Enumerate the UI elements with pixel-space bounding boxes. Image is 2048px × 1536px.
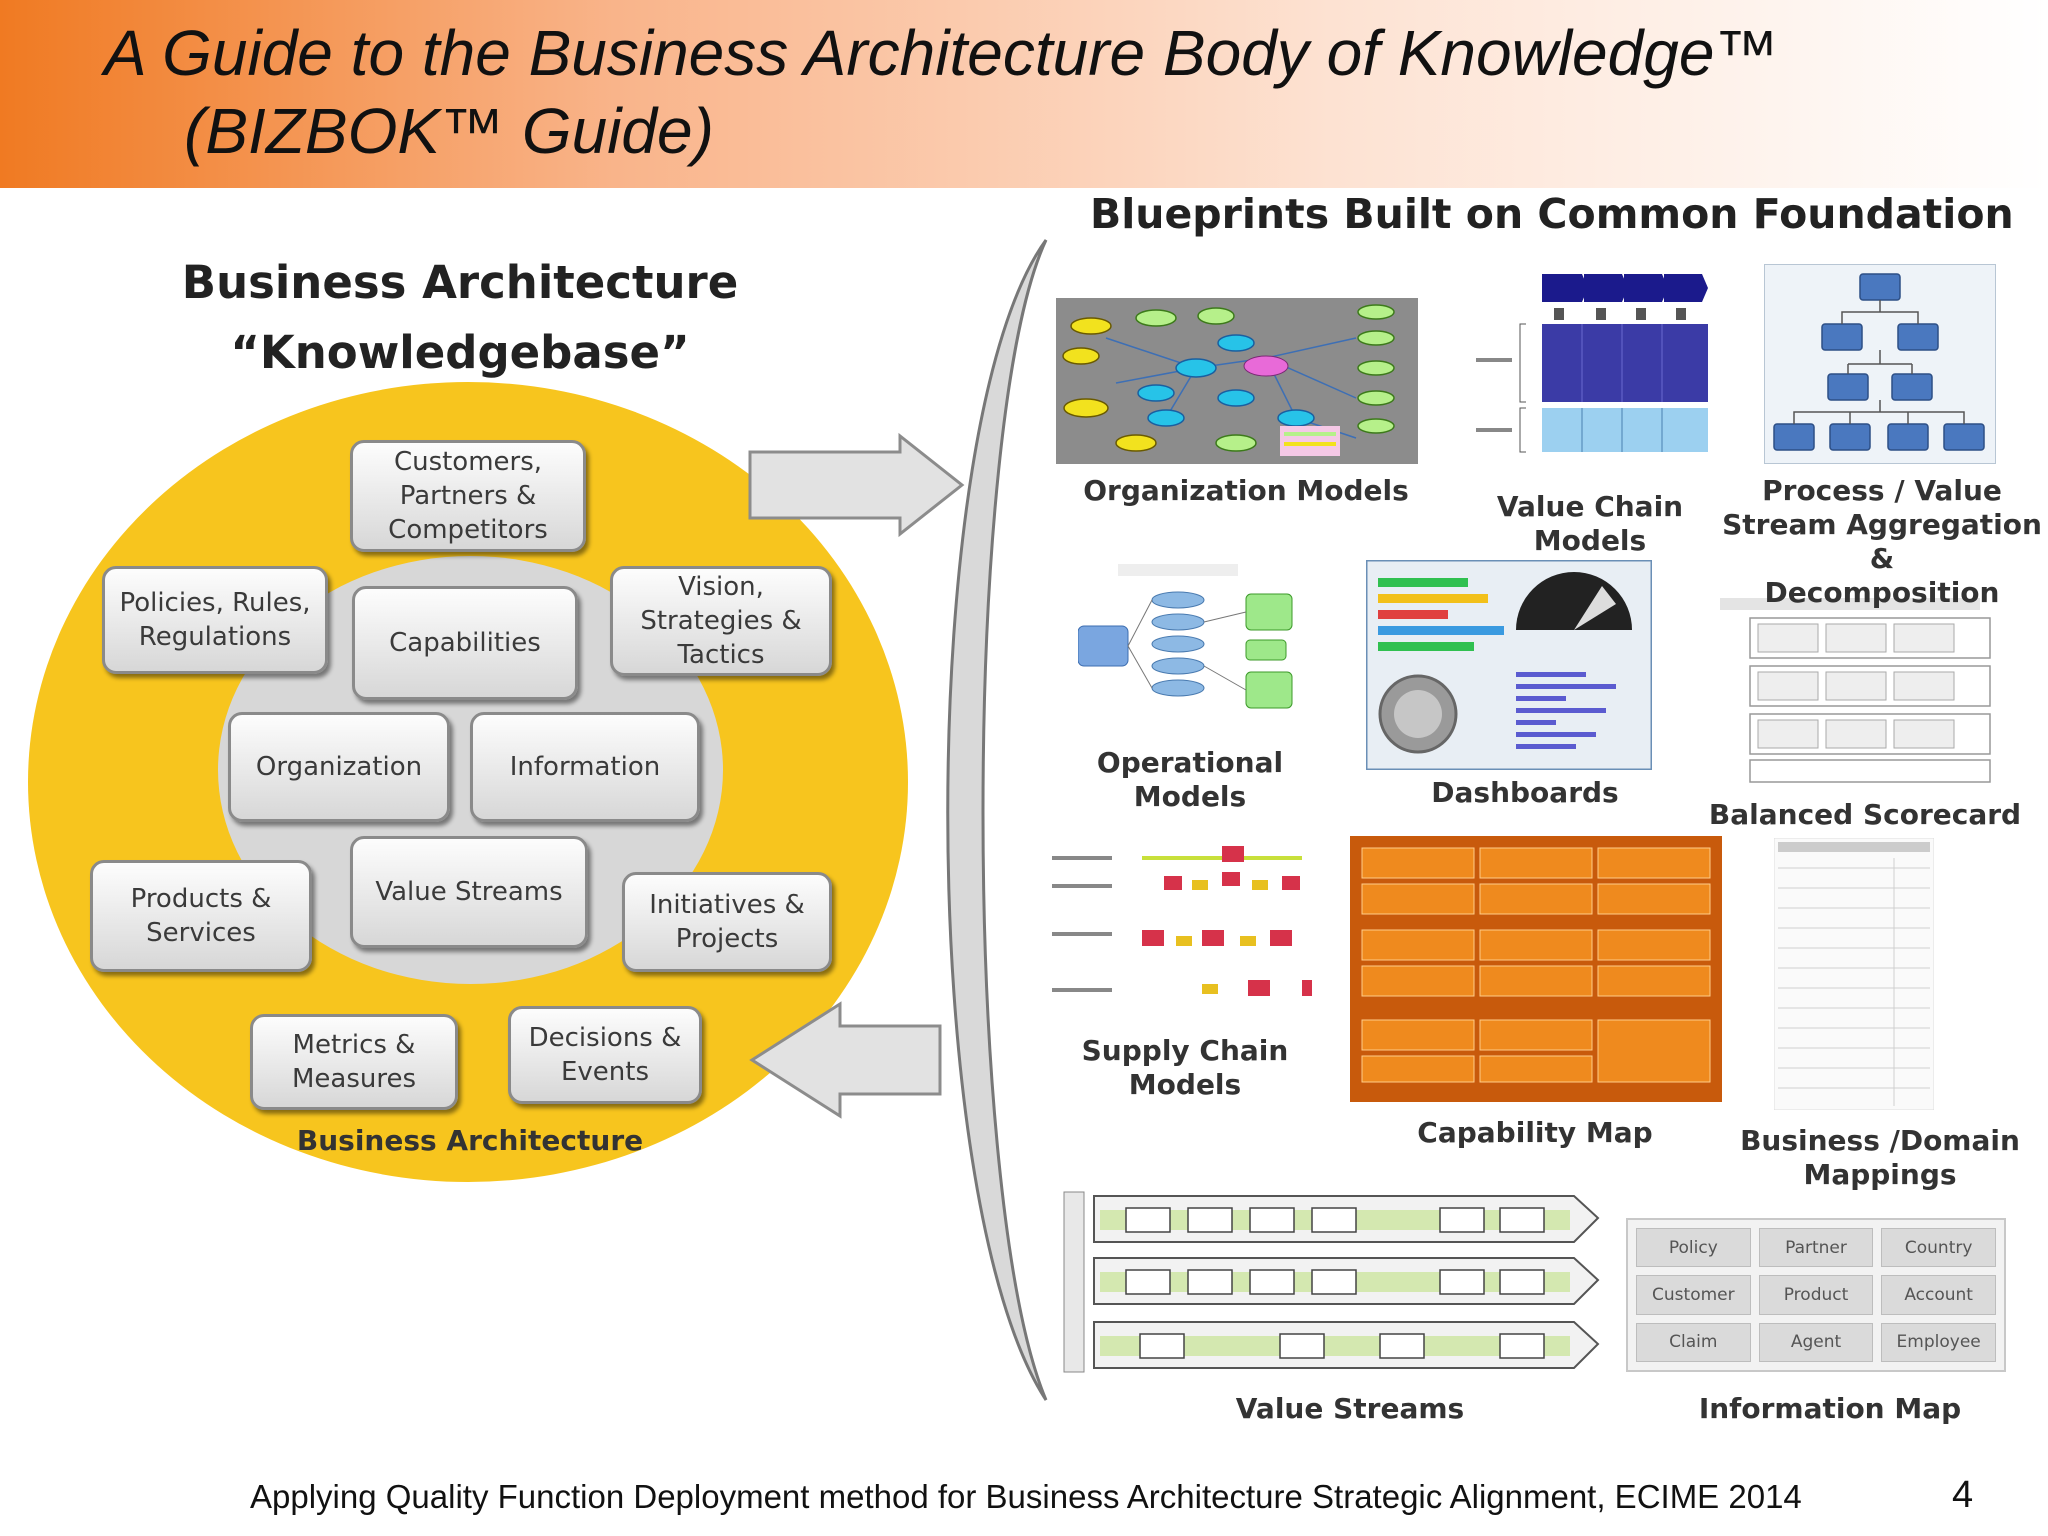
business-architecture-label: Business Architecture (296, 1124, 644, 1157)
caption-operational-line-2: Models (1133, 780, 1247, 813)
caption-capability-map: Capability Map (1417, 1116, 1653, 1149)
caption-supply-chain-line-2: Models (1128, 1068, 1242, 1101)
caption-operational-models: Operational Models (1070, 746, 1310, 814)
blueprints-title: Blueprints Built on Common Foundation (1090, 190, 2014, 238)
caption-supply-chain-line-1: Supply Chain (1081, 1034, 1289, 1067)
organization-models-thumbnail (1056, 298, 1418, 464)
left-arrow (749, 1001, 942, 1119)
kb-box-value-streams: Value Streams (350, 836, 588, 948)
info-map-cell-product: Product (1758, 1275, 1874, 1315)
info-map-cell-agent: Agent (1758, 1322, 1874, 1362)
kb-box-decisions: Decisions & Events (508, 1006, 702, 1104)
kb-box-initiatives: Initiatives & Projects (622, 872, 832, 972)
title-bar (0, 0, 2048, 188)
caption-process-line-3: Decomposition (1764, 576, 2000, 609)
caption-information-map: Information Map (1698, 1392, 1962, 1425)
info-map-cell-country: Country (1881, 1228, 1996, 1268)
slide-title-line-1: A Guide to the Business Architecture Bod… (104, 17, 1779, 89)
value-streams-thumbnail (1063, 1191, 1600, 1373)
supply-chain-models-thumbnail (1052, 846, 1312, 996)
info-map-cell-claim: Claim (1636, 1322, 1751, 1362)
kb-box-information: Information (470, 712, 700, 822)
caption-process-line-2: Stream Aggregation & (1722, 508, 2042, 575)
slide-title: A Guide to the Business Architecture Bod… (104, 14, 1778, 170)
caption-process-line-1: Process / Value (1762, 474, 2002, 507)
caption-value-streams: Value Streams (1235, 1392, 1465, 1425)
info-map-cell-customer: Customer (1636, 1275, 1751, 1315)
caption-business-domain-line-1: Business /Domain (1740, 1124, 2020, 1157)
knowledgebase-title: Business Architecture “Knowledgebase” (150, 248, 770, 388)
business-domain-mappings-thumbnail (1774, 838, 1934, 1110)
kb-box-capabilities: Capabilities (352, 586, 578, 700)
page-number: 4 (1952, 1474, 1974, 1516)
dashboards-thumbnail (1366, 560, 1652, 770)
kb-box-products: Products & Services (90, 860, 312, 972)
right-arrow (748, 432, 965, 538)
caption-value-chain-line-1: Value Chain (1496, 490, 1684, 523)
slide-title-line-2: (BIZBOK™ Guide) (184, 95, 714, 167)
info-map-cell-partner: Partner (1758, 1228, 1874, 1268)
information-map-thumbnail: Policy Partner Country Customer Product … (1626, 1218, 2006, 1372)
value-chain-models-thumbnail (1476, 274, 1708, 453)
caption-business-domain-mappings: Business /Domain Mappings (1720, 1124, 2040, 1192)
caption-process-value-stream: Process / Value Stream Aggregation & Dec… (1722, 474, 2042, 610)
kb-box-organization: Organization (228, 712, 450, 822)
info-map-cell-employee: Employee (1881, 1322, 1996, 1362)
kb-box-policies: Policies, Rules, Regulations (102, 566, 328, 674)
capability-map-thumbnail (1350, 836, 1722, 1102)
info-map-cell-policy: Policy (1636, 1228, 1751, 1268)
caption-value-chain-line-2: Models (1533, 524, 1647, 557)
caption-balanced-scorecard: Balanced Scorecard (1708, 798, 2022, 831)
bracket-brace (946, 239, 1048, 1401)
kb-box-customers: Customers, Partners & Competitors (350, 440, 586, 552)
caption-organization-models: Organization Models (1083, 474, 1409, 507)
kb-box-metrics: Metrics & Measures (250, 1014, 458, 1110)
caption-dashboards: Dashboards (1431, 776, 1619, 809)
slide-footer: Applying Quality Function Deployment met… (250, 1478, 1802, 1515)
caption-operational-line-1: Operational (1096, 746, 1284, 779)
knowledgebase-title-line-1: Business Architecture (181, 256, 739, 309)
caption-value-chain-models: Value Chain Models (1460, 490, 1720, 558)
kb-box-vision: Vision, Strategies & Tactics (610, 566, 832, 676)
caption-supply-chain-models: Supply Chain Models (1060, 1034, 1310, 1102)
info-map-cell-account: Account (1881, 1275, 1996, 1315)
process-value-stream-thumbnail (1764, 264, 1996, 464)
knowledgebase-title-line-2: “Knowledgebase” (230, 326, 690, 379)
operational-models-thumbnail (1078, 564, 1293, 709)
caption-business-domain-line-2: Mappings (1803, 1158, 1957, 1191)
balanced-scorecard-thumbnail (1720, 598, 1991, 783)
